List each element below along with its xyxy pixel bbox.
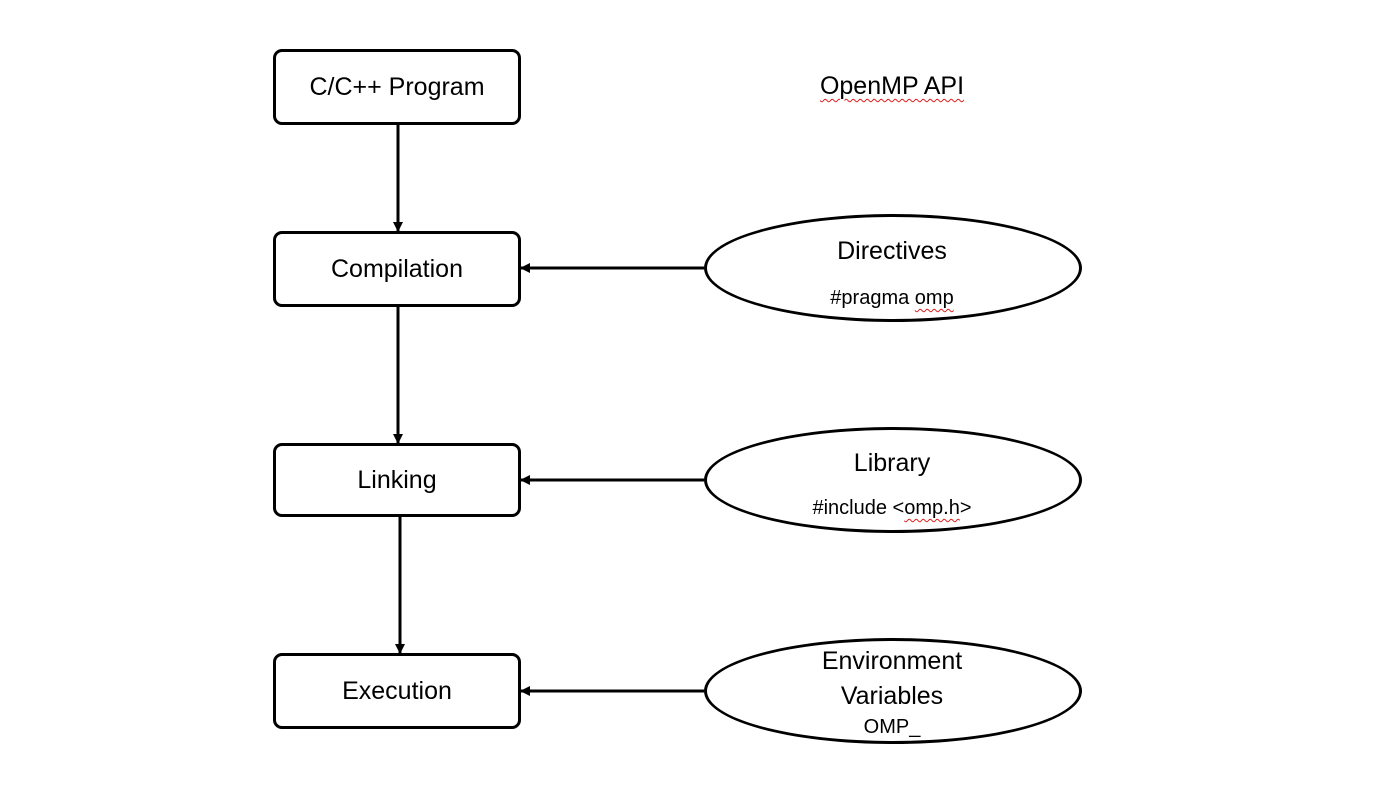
diagram-title: OpenMP API [820, 72, 964, 101]
library-code-suffix: > [959, 497, 972, 519]
env-vars-title-line2: Variables [840, 682, 944, 710]
library-code-prefix: #include < [812, 497, 905, 519]
env-vars-ellipse [704, 638, 1082, 744]
library-title: Library [853, 449, 931, 477]
directives-code: #pragma omp [830, 287, 954, 309]
directives-code-keyword: omp [914, 287, 954, 309]
step-program-box: C/C++ Program [273, 49, 521, 125]
step-linking-label: Linking [357, 465, 437, 494]
library-ellipse [704, 427, 1082, 533]
env-vars-title-line1: Environment [821, 647, 963, 675]
step-execution-label: Execution [342, 676, 452, 705]
step-compilation-box: Compilation [273, 231, 521, 307]
step-compilation-label: Compilation [330, 254, 463, 283]
directives-ellipse [704, 214, 1082, 322]
diagram-title-text: OpenMP API [819, 72, 965, 100]
step-execution-box: Execution [273, 653, 521, 729]
env-vars-code: OMP_ [863, 716, 921, 738]
step-linking-box: Linking [273, 443, 521, 517]
library-code: #include <omp.h> [812, 497, 971, 520]
library-code-word: omp.h [904, 497, 960, 519]
directives-title: Directives [837, 237, 947, 265]
step-program-label: C/C++ Program [309, 72, 485, 101]
